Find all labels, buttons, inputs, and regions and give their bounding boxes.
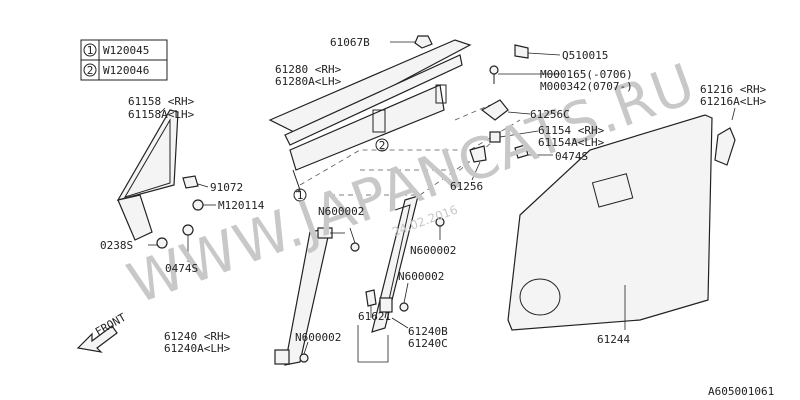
marker-2-sash-text: 2 (379, 139, 386, 152)
screw-0474s-right (514, 144, 553, 159)
label-0474s-right: 0474S (555, 150, 588, 163)
nut-n600002-bottom (299, 341, 309, 363)
screw-0474s-left (182, 224, 194, 262)
legend-box: 1 W120045 2 W120046 (80, 39, 168, 81)
label-n600002-low: N600002 (295, 331, 341, 344)
label-61244: 61244 (597, 333, 630, 346)
label-61154-rh: 61154 <RH> (538, 124, 605, 137)
label-61154a-lh: 61154A<LH> (538, 136, 605, 149)
bracket-61256c (480, 99, 531, 121)
regulator-61240b (371, 195, 419, 333)
door-sash-61280: 2 1 (268, 39, 472, 202)
label-0238s: 0238S (100, 239, 133, 252)
label-0474s-left: 0474S (165, 262, 198, 275)
label-61216a-lh: 61216A<LH> (700, 95, 767, 108)
clip-61154 (489, 130, 539, 143)
bolt-61621 (365, 289, 377, 318)
label-61067b: 61067B (330, 36, 370, 49)
marker-2-sash (375, 138, 389, 152)
leader-61621-bracket (357, 325, 389, 363)
label-n600002-right: N600002 (410, 244, 456, 257)
nut-0238s (148, 237, 168, 249)
screw-m000165 (489, 65, 560, 84)
screw-m120114 (192, 199, 216, 211)
legend-num-1: 1 (87, 44, 94, 57)
legend-marker-1 (83, 43, 97, 57)
bracket-61256 (469, 145, 487, 181)
trim-pad-61216 (714, 107, 736, 166)
clip-91072 (182, 175, 209, 189)
label-61158-rh: 61158 <RH> (128, 95, 195, 108)
label-n600002-top: N600002 (318, 205, 364, 218)
door-trim-panel-61244 (507, 114, 713, 331)
label-61240a-lh: 61240A<LH> (164, 342, 231, 355)
label-m000342: M000342(0707-) (540, 80, 633, 93)
clip-61067b (390, 35, 433, 49)
nut-n600002-mid (399, 282, 409, 312)
label-61256: 61256 (450, 180, 483, 193)
marker-1-sash-text: 1 (297, 189, 304, 202)
label-61280a-lh: 61280A<LH> (275, 75, 342, 88)
legend-code-1: W120045 (103, 44, 149, 57)
bolt-q510015 (514, 44, 561, 59)
label-n600002-mid: N600002 (398, 270, 444, 283)
label-91072: 91072 (210, 181, 243, 194)
front-arrow (76, 325, 118, 353)
label-61240b: 61240B (408, 325, 448, 338)
label-61158a-lh: 61158A<LH> (128, 108, 195, 121)
footer-code: A605001061 (708, 385, 774, 398)
legend-num-2: 2 (87, 64, 94, 77)
legend-marker-2 (83, 63, 97, 77)
legend-code-2: W120046 (103, 64, 149, 77)
label-q510015: Q510015 (562, 49, 608, 62)
run-channel-61240 (274, 227, 345, 366)
marker-1-sash (293, 188, 307, 202)
quarter-glass-61158 (116, 107, 179, 241)
label-61621: 61621 (358, 310, 391, 323)
label-61240c: 61240C (408, 337, 448, 350)
label-m120114: M120114 (218, 199, 265, 212)
label-61216-rh: 61216 <RH> (700, 83, 767, 96)
label-61240-rh: 61240 <RH> (164, 330, 231, 343)
nut-n600002-right (435, 217, 445, 240)
label-m000165: M000165(-0706) (540, 68, 633, 81)
label-61280-rh: 61280 <RH> (275, 63, 342, 76)
label-61256c: 61256C (530, 108, 570, 121)
nut-n600002-left (349, 227, 360, 252)
